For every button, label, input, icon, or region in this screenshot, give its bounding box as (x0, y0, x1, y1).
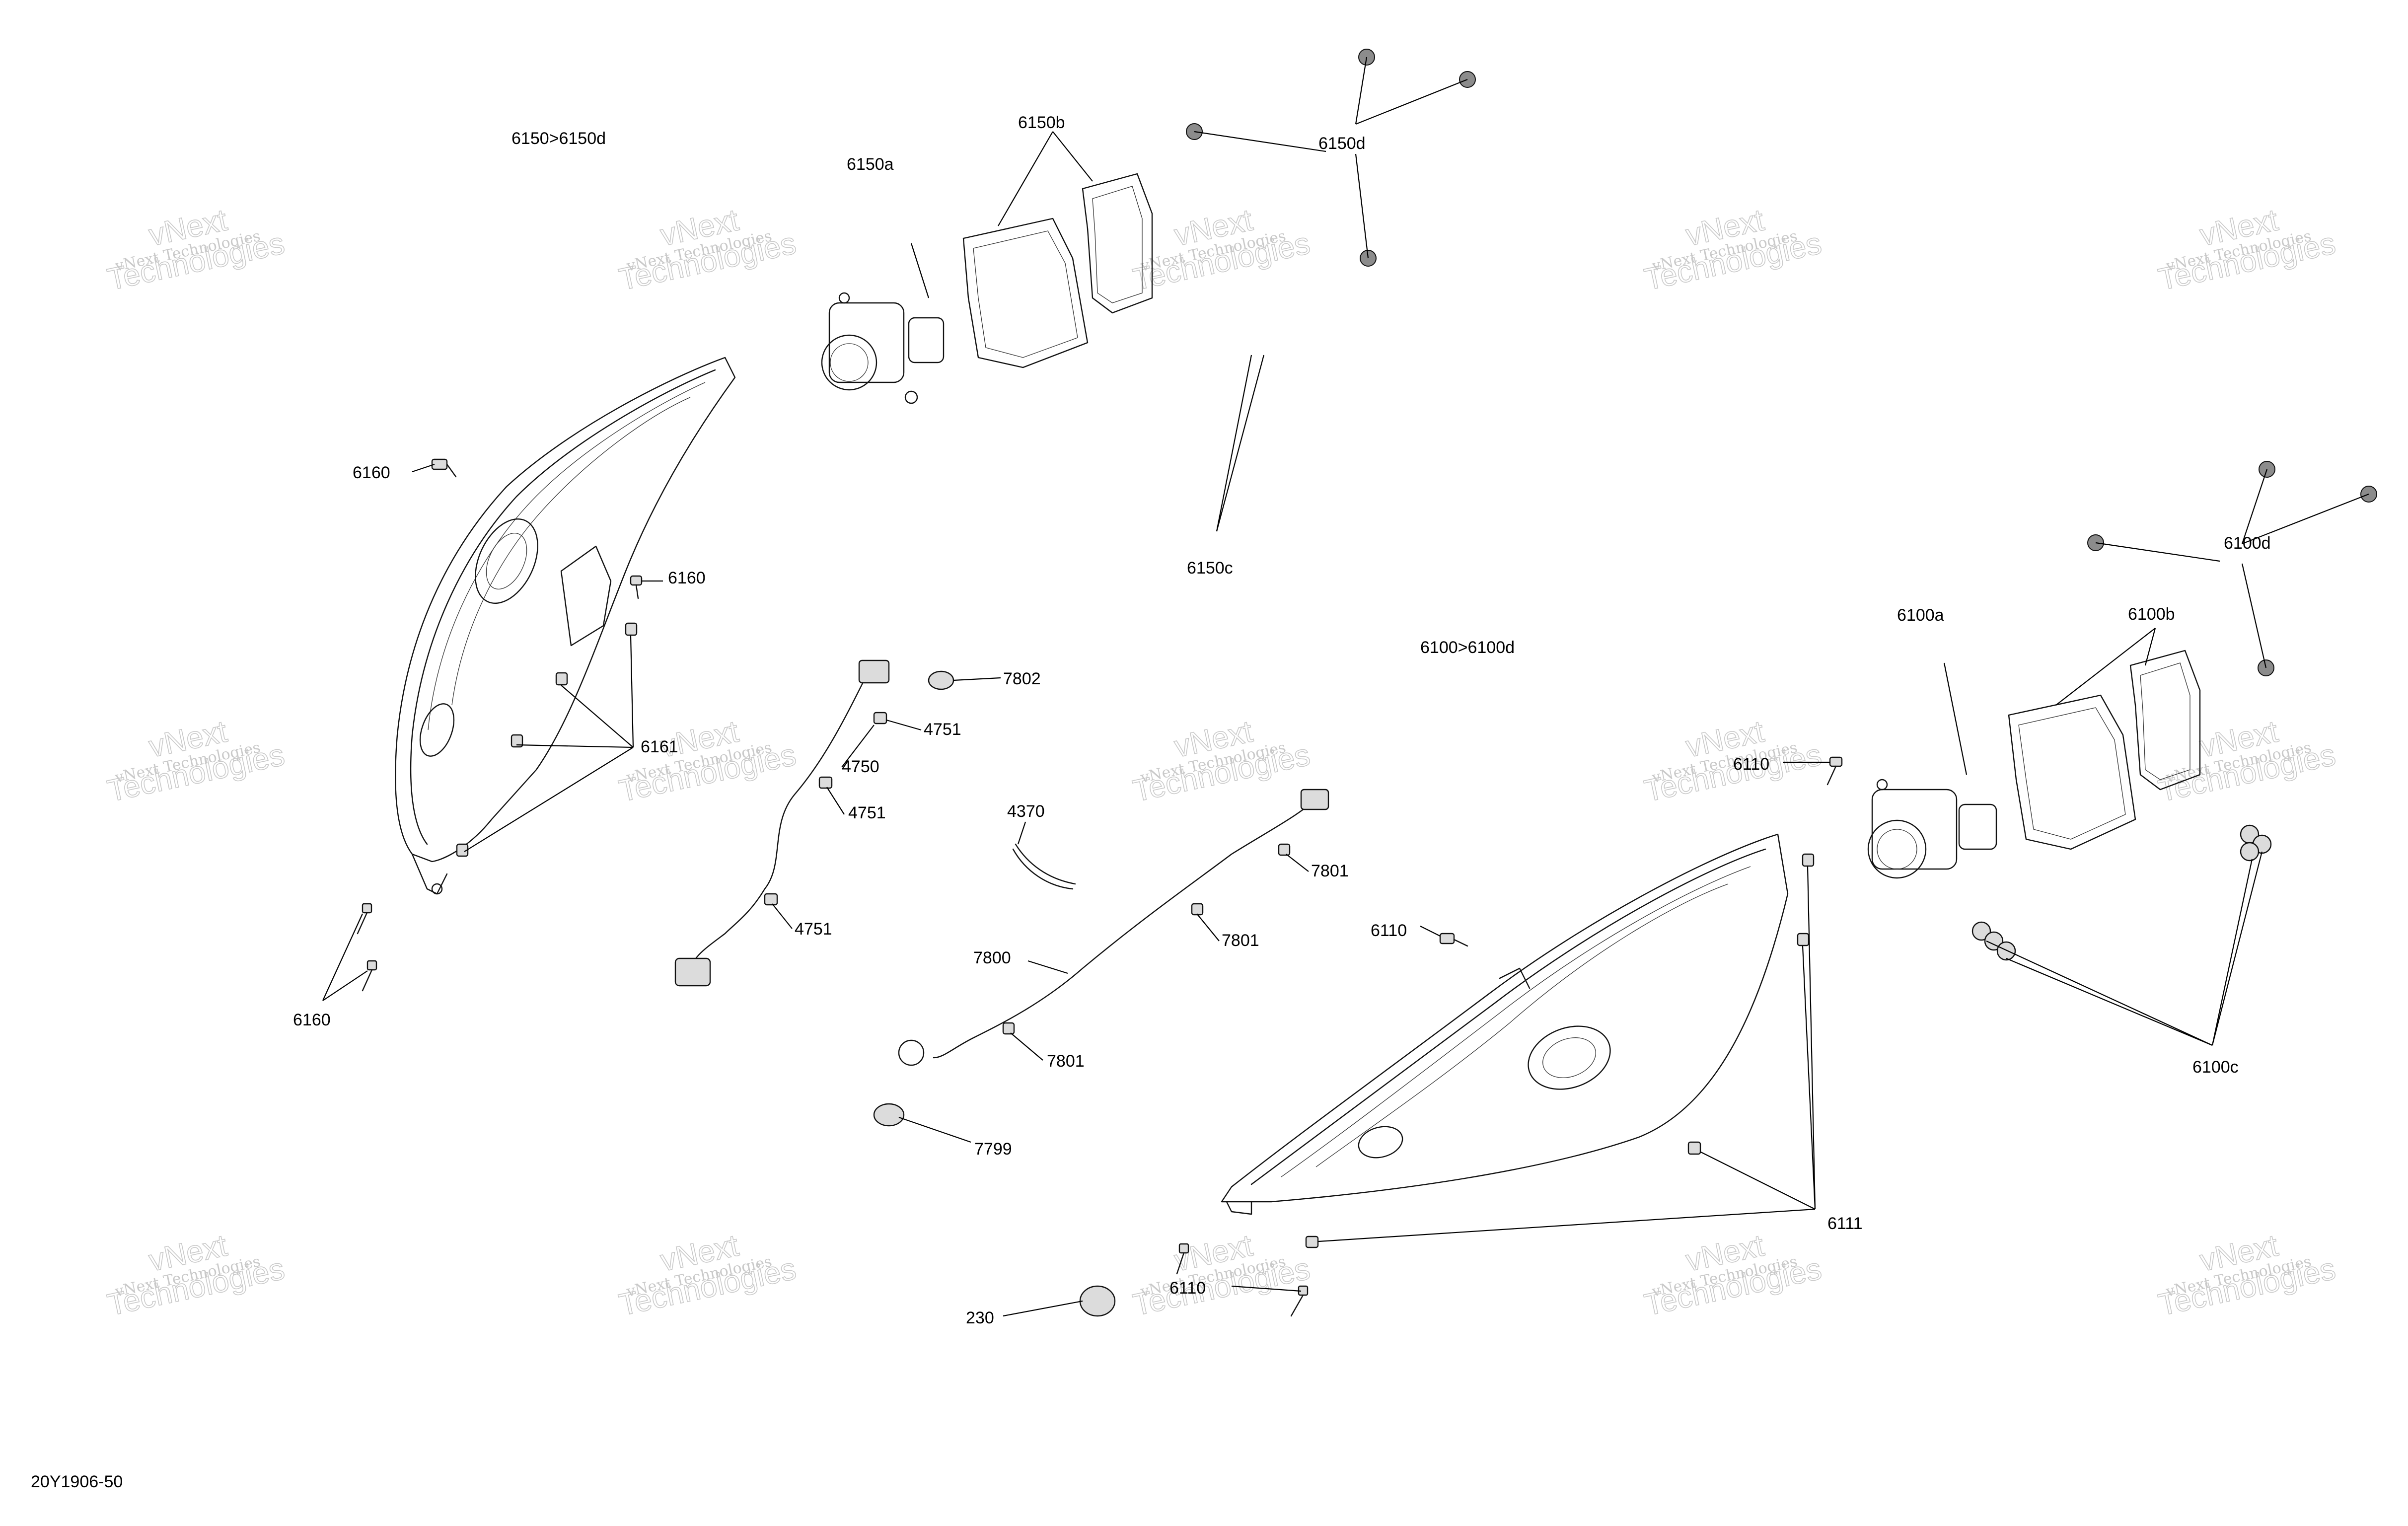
right-bezel-6100b (2008, 650, 2201, 850)
right-headlight-housing (1221, 833, 1789, 1215)
group-label-6100: 6100>6100d (1420, 638, 1515, 657)
callout-230: 230 (966, 1308, 994, 1327)
callout-7802: 7802 (1003, 669, 1041, 688)
callout-7801: 7801 (1047, 1052, 1085, 1071)
callout-6160: 6160 (353, 463, 390, 482)
clips-7801 (1002, 843, 1291, 1035)
callout-7801: 7801 (1222, 931, 1259, 950)
cap-230 (1079, 1285, 1116, 1317)
callout-6150c: 6150c (1187, 559, 1233, 578)
callout-6110: 6110 (1371, 921, 1407, 940)
callout-6150a: 6150a (847, 155, 894, 174)
right-nuts-6100d (2087, 461, 2377, 676)
callout-6150b: 6150b (1018, 113, 1065, 132)
callout-6110: 6110 (1169, 1279, 1206, 1298)
left-projector-6150a (821, 292, 945, 404)
group-label-6150: 6150>6150d (511, 129, 606, 148)
strap-4370 (1012, 843, 1076, 890)
right-caps-6100c (1971, 824, 2272, 961)
right-projector-6100a (1867, 779, 1997, 879)
callout-7801: 7801 (1311, 862, 1349, 880)
callout-6100c: 6100c (2192, 1058, 2239, 1077)
callout-4751: 4751 (795, 920, 832, 939)
reference-number: 20Y1906-50 (31, 1472, 123, 1491)
callout-6110: 6110 (1733, 755, 1769, 774)
right-screws-6110 (1176, 756, 1843, 1317)
wiring-harness-4750 (674, 659, 890, 987)
leader-lines (322, 57, 2369, 1317)
callout-6160: 6160 (293, 1011, 331, 1029)
right-clips-6111 (1305, 853, 1815, 1248)
callout-4370: 4370 (1007, 802, 1045, 821)
left-screws-6160 (357, 458, 643, 992)
clips-4751 (764, 712, 887, 906)
callout-7799: 7799 (974, 1140, 1012, 1159)
callout-6160: 6160 (668, 569, 706, 587)
callout-7800: 7800 (973, 948, 1011, 967)
callout-6111: 6111 (1827, 1214, 1863, 1233)
callout-6100b: 6100b (2128, 605, 2175, 624)
harness-7800 (898, 789, 1329, 1066)
left-clips-6161 (456, 622, 638, 857)
callout-6150d: 6150d (1318, 134, 1366, 153)
callout-4751: 4751 (924, 720, 961, 739)
callout-6100d: 6100d (2224, 534, 2271, 553)
callout-4750: 4750 (842, 757, 879, 776)
clip-7802 (928, 670, 954, 690)
callout-labels: 6150>6150d 6100>6100d 6150b 6150a 6150d … (31, 113, 2271, 1491)
callout-6100a: 6100a (1897, 606, 1944, 625)
callout-6161: 6161 (641, 737, 678, 756)
callout-4751: 4751 (848, 803, 886, 822)
left-headlight-housing (395, 357, 736, 895)
left-bezel-6150b (962, 173, 1153, 368)
grommet-7799 (873, 1103, 905, 1127)
